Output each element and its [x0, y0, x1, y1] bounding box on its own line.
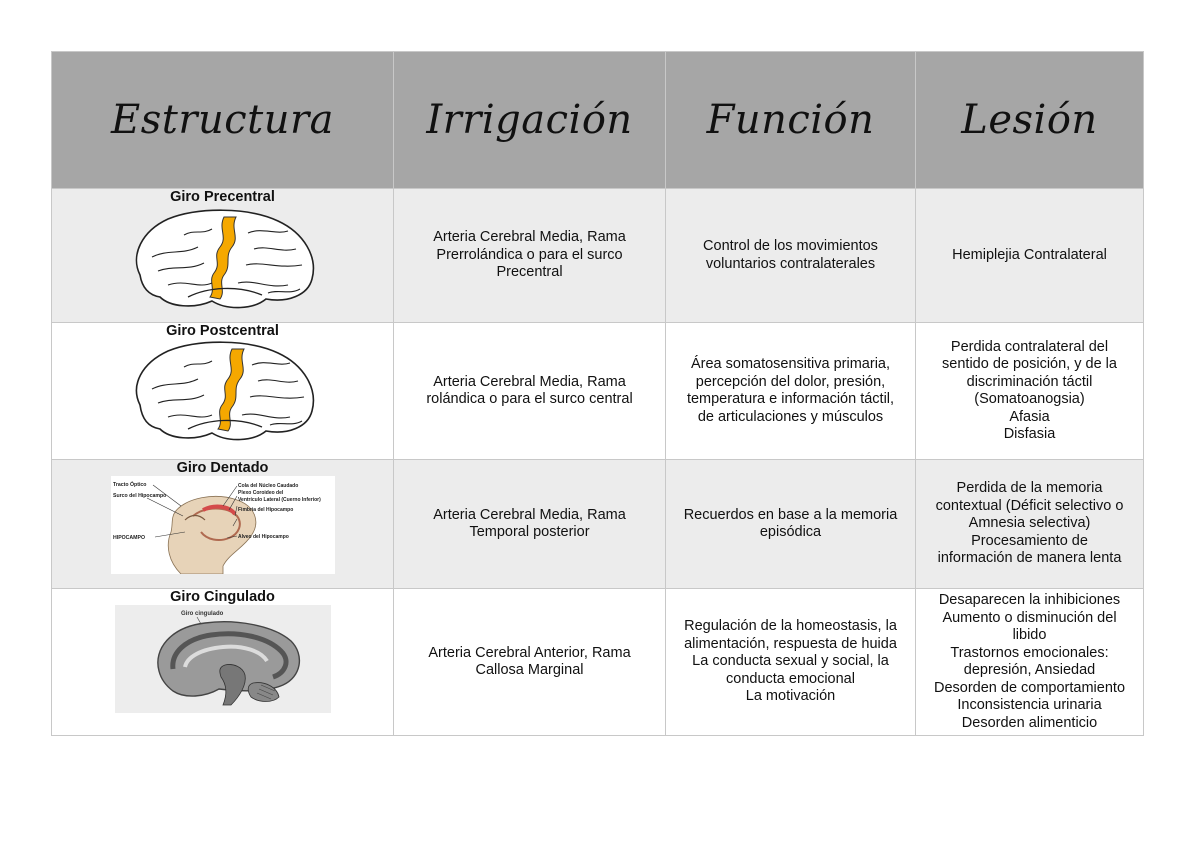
table-row: Giro Precentral Arteria Cerebral Media, … — [51, 188, 1144, 323]
figure-label: Cola del Núcleo Caudado — [238, 483, 298, 489]
function-line: conducta emocional — [726, 670, 855, 687]
header-funcion: Función — [665, 51, 916, 189]
irrigation-line: Arteria Cerebral Anterior, Rama — [428, 644, 631, 661]
structure-cell: Giro Postcentral — [51, 322, 394, 460]
lesion-line: depresión, Ansiedad — [963, 662, 1096, 678]
irrigation-line: Callosa Marginal — [475, 662, 584, 678]
lesion-cell: Perdida de la memoria contextual (Défici… — [915, 459, 1144, 589]
function-line: Área somatosensitiva primaria, — [690, 356, 891, 372]
lesion-line: sentido de posición, y de la — [942, 356, 1117, 372]
irrigation-cell: Arteria Cerebral Media, Rama rolándica o… — [393, 322, 666, 460]
function-line: Recuerdos en base a la memoria — [683, 506, 898, 523]
figure-label: Plexo Coroideo del — [238, 490, 284, 496]
lesion-line: (Somatoanogsia) — [974, 391, 1085, 407]
lesion-line: contextual (Déficit selectivo o — [935, 497, 1124, 514]
lesion-line: información de manera lenta — [937, 550, 1122, 567]
structure-cell: Giro Precentral — [51, 188, 394, 323]
irrigation-cell: Arteria Cerebral Media, Rama Prerrolándi… — [393, 188, 666, 323]
lesion-line: Aumento o disminución del — [942, 609, 1117, 626]
function-line: de articulaciones y músculos — [697, 408, 884, 425]
irrigation-line: Prerrolándica o para el surco — [436, 246, 623, 263]
lesion-line: Inconsistencia urinaria — [957, 697, 1102, 713]
figure-label: HIPOCAMPO — [113, 535, 145, 541]
function-cell: Regulación de la homeostasis, la aliment… — [665, 588, 916, 736]
figure-label: Ventrículo Lateral (Cuerno Inferior) — [238, 497, 321, 503]
lesion-line: discriminación táctil — [966, 373, 1093, 390]
hippocampus-diagram-icon: Tracto Óptico Surco del Hipocampo Cola d… — [110, 476, 335, 574]
lesion-line: Hemiplejia Contralateral — [952, 246, 1107, 263]
figure-label: Alveo del Hipocampo — [238, 534, 289, 540]
lesion-cell: Perdida contralateral del sentido de pos… — [915, 322, 1144, 460]
header-irrigacion: Irrigación — [393, 51, 666, 189]
function-line: percepción del dolor, presión, — [695, 373, 886, 390]
irrigation-line: Arteria Cerebral Media, Rama — [433, 373, 626, 390]
neuro-table: Estructura Irrigación Función Lesión Gir… — [51, 51, 1144, 736]
table-row: Giro Postcentral Arteria Cerebral Media,… — [51, 322, 1144, 460]
irrigation-line: Arteria Cerebral Media, Rama — [433, 229, 626, 246]
lesion-line: Desaparecen la inhibiciones — [938, 592, 1121, 608]
function-line: temperatura e información táctil, — [686, 391, 895, 407]
brain-lateral-icon — [135, 341, 314, 441]
function-line: episódica — [759, 524, 822, 540]
structure-name: Giro Precentral — [170, 189, 275, 205]
lesion-line: Afasia — [1009, 408, 1050, 425]
figure-label: Surco del Hipocampo — [113, 493, 166, 499]
irrigation-cell: Arteria Cerebral Anterior, Rama Callosa … — [393, 588, 666, 736]
header-lesion: Lesión — [915, 51, 1144, 189]
function-line: La conducta sexual y social, la — [692, 653, 889, 670]
lesion-line: Desorden de comportamiento — [933, 679, 1126, 696]
lesion-line: Desorden alimenticio — [961, 714, 1098, 731]
table-row: Giro Dentado Tracto Óptico S — [51, 459, 1144, 589]
function-line: Control de los movimientos — [703, 238, 878, 254]
function-line: voluntarios contralaterales — [705, 255, 876, 272]
lesion-cell: Desaparecen la inhibiciones Aumento o di… — [915, 588, 1144, 736]
irrigation-line: Precentral — [496, 264, 563, 281]
function-cell: Área somatosensitiva primaria, percepció… — [665, 322, 916, 460]
figure-label: Giro cingulado — [181, 611, 224, 617]
irrigation-line: Arteria Cerebral Media, Rama — [433, 506, 626, 523]
figure-label: Tracto Óptico — [113, 480, 146, 488]
brain-sagittal-icon: Giro cingulado — [114, 605, 331, 713]
lesion-line: Trastornos emocionales: — [950, 644, 1109, 661]
header-row: Estructura Irrigación Función Lesión — [51, 51, 1144, 189]
function-line: La motivación — [745, 688, 836, 705]
irrigation-line: Temporal posterior — [469, 524, 590, 540]
header-estructura: Estructura — [51, 51, 394, 189]
lesion-line: Disfasia — [1003, 426, 1056, 442]
lesion-line: Amnesia selectiva) — [968, 515, 1091, 532]
brain-lateral-icon — [135, 209, 314, 309]
structure-name: Giro Cingulado — [170, 589, 275, 605]
lesion-line: Perdida de la memoria — [956, 480, 1103, 497]
irrigation-cell: Arteria Cerebral Media, Rama Temporal po… — [393, 459, 666, 589]
function-line: alimentación, respuesta de huida — [684, 635, 897, 652]
function-cell: Control de los movimientos voluntarios c… — [665, 188, 916, 323]
structure-cell: Giro Cingulado Giro cingulado — [51, 588, 394, 736]
lesion-cell: Hemiplejia Contralateral — [915, 188, 1144, 323]
lesion-line: Procesamiento de — [971, 532, 1088, 549]
lesion-line: Perdida contralateral del — [950, 338, 1109, 355]
figure-label: Fimbria del Hipocampo — [238, 507, 293, 513]
structure-cell: Giro Dentado Tracto Óptico S — [51, 459, 394, 589]
function-cell: Recuerdos en base a la memoria episódica — [665, 459, 916, 589]
function-line: Regulación de la homeostasis, la — [684, 618, 897, 635]
table-row: Giro Cingulado Giro cingulado Arteria Ce… — [51, 588, 1144, 736]
lesion-line: libido — [1012, 627, 1047, 643]
irrigation-line: rolándica o para el surco central — [426, 391, 633, 407]
structure-name: Giro Postcentral — [166, 323, 279, 339]
structure-name: Giro Dentado — [176, 460, 269, 476]
